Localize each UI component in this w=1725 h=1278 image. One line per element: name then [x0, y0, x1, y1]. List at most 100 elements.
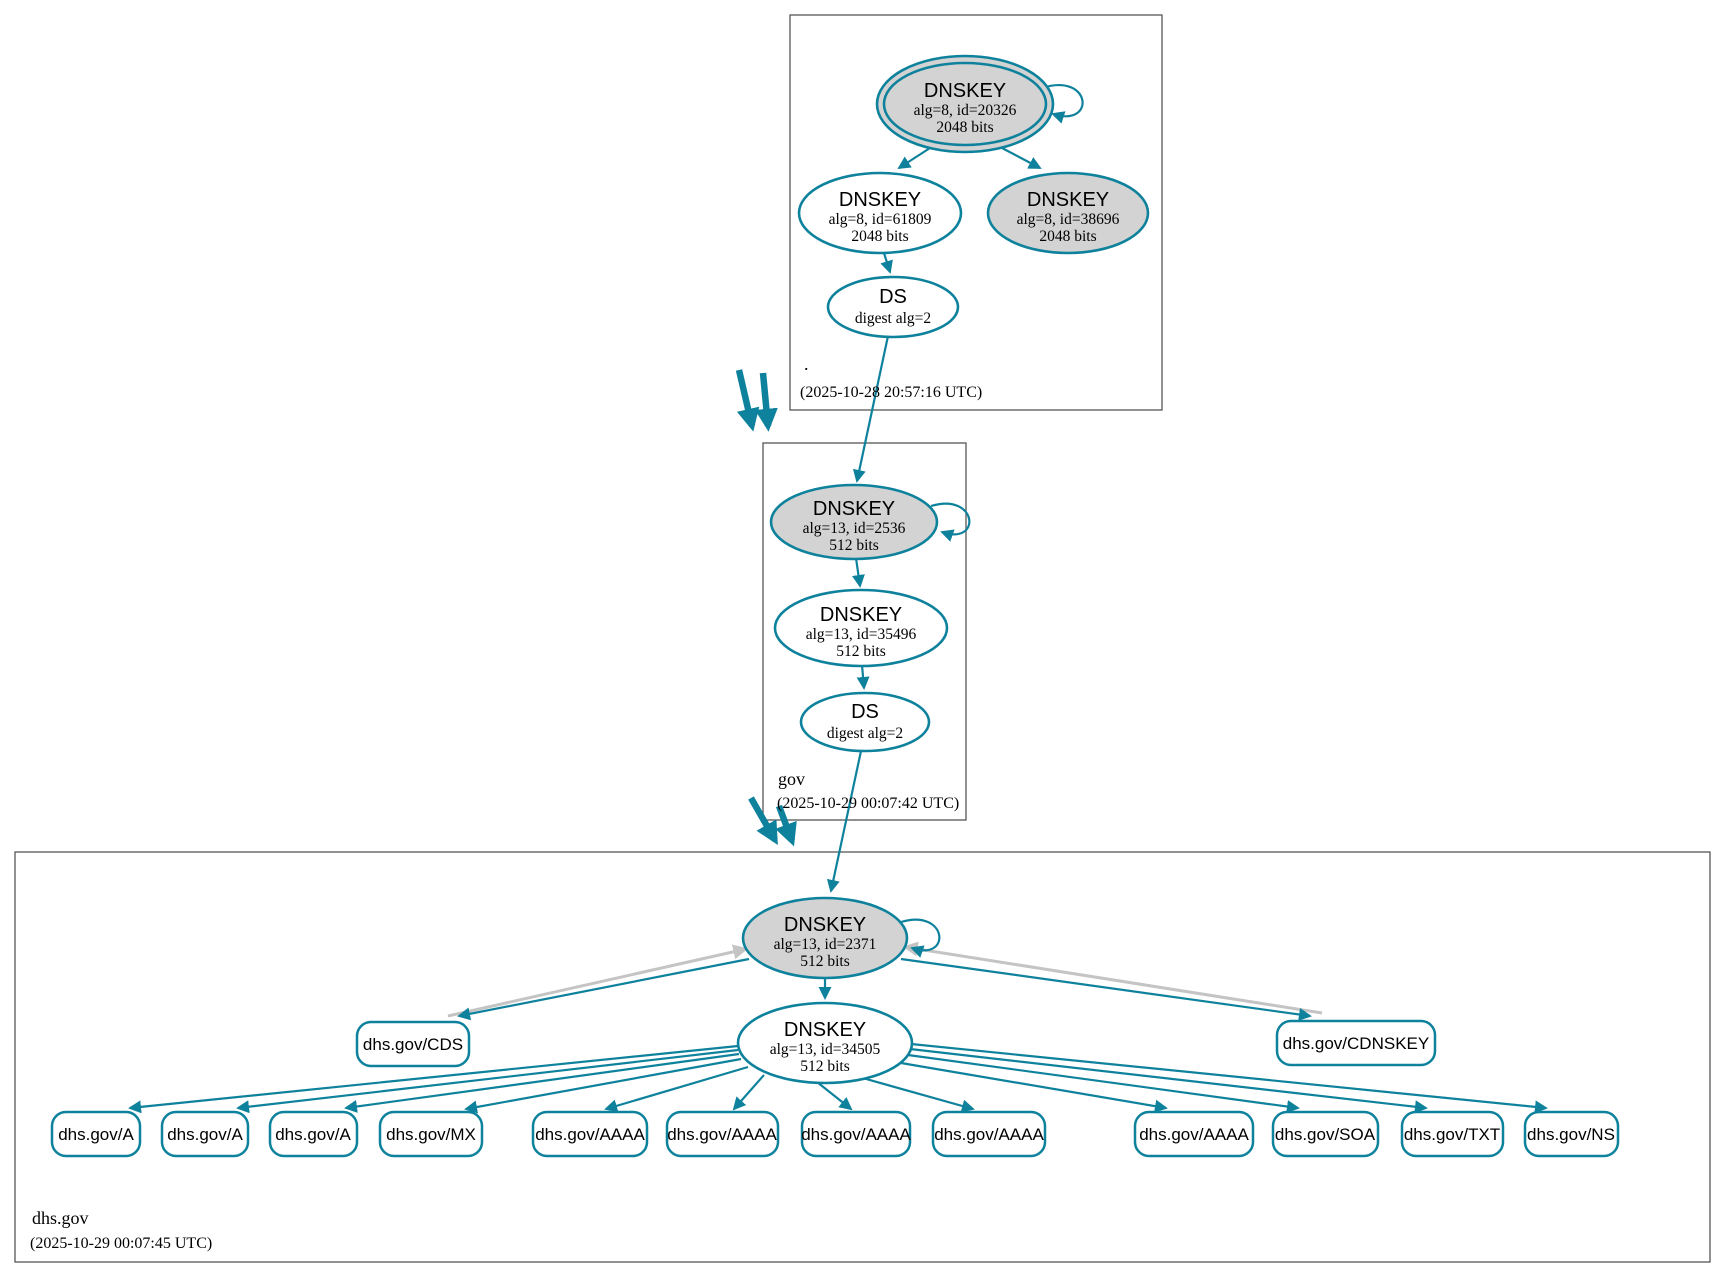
edge-root-ds-to-gov-ksk [852, 335, 890, 483]
node-title: DS [851, 701, 879, 723]
node-title: DNSKEY [784, 914, 866, 936]
rrset-label: dhs.gov/A [275, 1125, 351, 1144]
node-title: DNSKEY [924, 80, 1006, 102]
edge-dhs-zsk-rrset-2 [236, 1048, 739, 1114]
rrset-node[interactable]: dhs.gov/SOA [1271, 1110, 1380, 1158]
edge-gov-zsk-ds [856, 664, 870, 690]
edge-dhs-zsk-rrset-1 [128, 1044, 739, 1114]
edge-cds-to-ksk [447, 944, 749, 1018]
zone-timestamp-gov: (2025-10-29 00:07:42 UTC) [777, 795, 959, 812]
edge-root-gov-delegation-1 [735, 369, 760, 432]
edge-root-ksk-self-loop [1041, 84, 1084, 124]
node-detail: 512 bits [800, 953, 850, 970]
edge-dhs-zsk-rrset-11 [909, 1047, 1428, 1114]
edge-dhs-zsk-rrset-5 [604, 1065, 749, 1113]
node-detail: 512 bits [800, 1058, 850, 1075]
rrset-node[interactable]: dhs.gov/AAAA [931, 1110, 1047, 1158]
node-dhs-dnskey-zsk[interactable]: DNSKEY alg=13, id=34505 512 bits [736, 1001, 914, 1085]
zone-label-gov: gov [778, 769, 805, 789]
edge-dhs-ksk-cds [457, 957, 750, 1021]
node-detail: alg=13, id=35496 [806, 626, 917, 643]
rrset-node[interactable]: dhs.gov/MX [378, 1110, 484, 1158]
zone-box-dhs-gov [14, 851, 1711, 1263]
rrset-label: dhs.gov/AAAA [535, 1125, 645, 1144]
node-dhs-dnskey-ksk[interactable]: DNSKEY alg=13, id=2371 512 bits [741, 896, 909, 980]
rrset-label: dhs.gov/MX [386, 1125, 476, 1144]
node-detail: digest alg=2 [855, 310, 931, 327]
node-detail: alg=8, id=61809 [829, 211, 932, 228]
rrset-node[interactable]: dhs.gov/AAAA [531, 1110, 649, 1158]
zone-label-dhs-gov: dhs.gov [32, 1208, 89, 1228]
rrset-label: dhs.gov/CDS [363, 1035, 463, 1054]
edge-gov-ds-to-dhs-ksk [826, 750, 863, 893]
zone-timestamp-root: (2025-10-28 20:57:16 UTC) [800, 384, 982, 401]
edge-dhs-zsk-rrset-12 [910, 1042, 1548, 1114]
node-title: DNSKEY [820, 604, 902, 626]
node-detail: alg=8, id=20326 [914, 102, 1017, 119]
rrset-label: dhs.gov/A [167, 1125, 243, 1144]
edge-root-zsk-ds [880, 252, 893, 274]
edge-dhs-zsk-rrset-6 [732, 1074, 765, 1111]
node-detail: alg=13, id=2536 [803, 520, 906, 537]
node-detail: alg=13, id=34505 [770, 1041, 881, 1058]
edge-dhs-zsk-rrset-8 [858, 1075, 975, 1113]
rrset-label: dhs.gov/AAAA [801, 1125, 911, 1144]
rrset-label: dhs.gov/CDNSKEY [1283, 1034, 1429, 1053]
edge-gov-dhs-delegation-2 [775, 804, 797, 847]
edge-dhs-ksk-cdnskey [900, 957, 1312, 1021]
edge-gov-ksk-zsk [852, 557, 865, 588]
rrset-label: dhs.gov/TXT [1404, 1125, 1500, 1144]
node-detail: digest alg=2 [827, 725, 903, 742]
node-detail: 512 bits [836, 643, 886, 660]
node-detail: 2048 bits [851, 228, 908, 245]
edge-root-ksk-zsk [897, 147, 931, 170]
rrset-label: dhs.gov/SOA [1275, 1125, 1376, 1144]
rrset-node[interactable]: dhs.gov/A [50, 1110, 142, 1158]
edge-dhs-zsk-rrset-9 [900, 1061, 1168, 1113]
node-detail: 2048 bits [936, 119, 993, 136]
edge-gov-dhs-delegation-1 [748, 796, 778, 845]
edge-root-gov-delegation-2 [754, 372, 778, 432]
rrset-node[interactable]: dhs.gov/NS [1523, 1110, 1620, 1158]
node-title: DNSKEY [784, 1019, 866, 1041]
node-title: DNSKEY [839, 189, 921, 211]
rrset-node[interactable]: dhs.gov/A [160, 1110, 250, 1158]
node-detail: 512 bits [829, 537, 879, 554]
rrset-node[interactable]: dhs.gov/A [268, 1110, 359, 1158]
node-gov-dnskey-ksk[interactable]: DNSKEY alg=13, id=2536 512 bits [769, 483, 939, 561]
zone-box-root [789, 14, 1163, 411]
rrset-node-cds[interactable]: dhs.gov/CDS [355, 1020, 471, 1068]
edge-dhs-zsk-rrset-4 [464, 1057, 742, 1114]
node-detail: alg=8, id=38696 [1017, 211, 1120, 228]
rrset-node[interactable]: dhs.gov/AAAA [1133, 1110, 1255, 1158]
edge-dhs-zsk-rrset-7 [816, 1081, 853, 1111]
rrset-label: dhs.gov/AAAA [934, 1125, 1044, 1144]
node-detail: 2048 bits [1039, 228, 1096, 245]
node-root-ds[interactable]: DS digest alg=2 [826, 275, 960, 339]
rrset-label: dhs.gov/NS [1527, 1125, 1615, 1144]
zone-label-root: . [804, 354, 809, 374]
edge-dhs-zsk-rrset-10 [907, 1053, 1300, 1113]
node-title: DS [879, 286, 907, 308]
node-root-dnskey-38696[interactable]: DNSKEY alg=8, id=38696 2048 bits [986, 171, 1150, 255]
zone-timestamp-dhs-gov: (2025-10-29 00:07:45 UTC) [30, 1235, 212, 1252]
edge-dhs-zsk-rrset-3 [344, 1052, 740, 1113]
edge-dhs-ksk-self-loop [900, 918, 941, 958]
node-gov-dnskey-zsk[interactable]: DNSKEY alg=13, id=35496 512 bits [773, 588, 949, 668]
rrset-node[interactable]: dhs.gov/TXT [1400, 1110, 1505, 1158]
edge-cdnskey-to-ksk [902, 941, 1323, 1015]
rrset-node[interactable]: dhs.gov/AAAA [665, 1110, 780, 1158]
node-root-dnskey-zsk[interactable]: DNSKEY alg=8, id=61809 2048 bits [797, 171, 963, 255]
rrset-node-cdnskey[interactable]: dhs.gov/CDNSKEY [1275, 1019, 1437, 1067]
edge-gov-ksk-self-loop [930, 502, 971, 542]
node-gov-ds[interactable]: DS digest alg=2 [799, 691, 931, 753]
rrset-label: dhs.gov/A [58, 1125, 134, 1144]
node-detail: alg=13, id=2371 [774, 936, 877, 953]
rrset-label: dhs.gov/AAAA [1139, 1125, 1249, 1144]
node-root-dnskey-ksk[interactable]: DNSKEY alg=8, id=20326 2048 bits [875, 54, 1055, 154]
edge-root-ksk-key3 [1001, 147, 1042, 169]
node-title: DNSKEY [813, 498, 895, 520]
rrset-node[interactable]: dhs.gov/AAAA [800, 1110, 911, 1158]
